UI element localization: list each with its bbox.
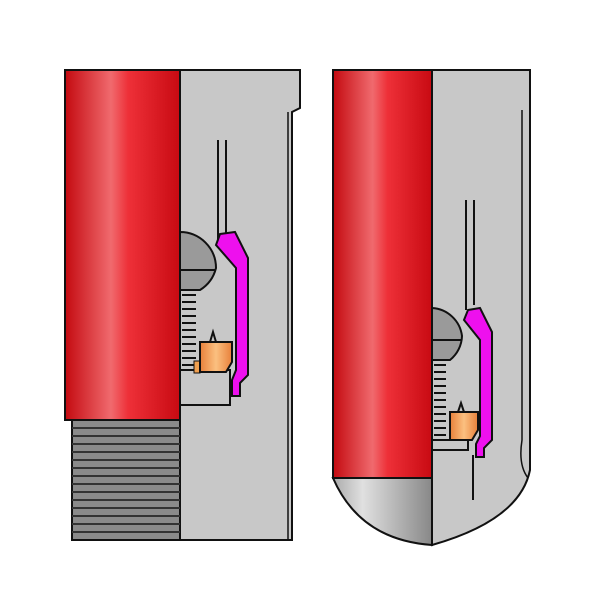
- right-body: [431, 69, 531, 547]
- right-pipe: [332, 69, 433, 479]
- ball-icon: [179, 230, 218, 291]
- shoe-nose: [331, 477, 433, 547]
- flapper-icon: [214, 230, 249, 397]
- right-shoe: [331, 69, 531, 547]
- seat-icon: [449, 411, 479, 441]
- ball-icon: [431, 306, 464, 361]
- left-valve-cavity: [179, 369, 231, 406]
- spring-icon: [182, 294, 196, 366]
- spring-icon: [434, 364, 446, 436]
- seat-icon: [199, 341, 233, 373]
- flapper-icon: [462, 306, 493, 458]
- left-pipe: [64, 69, 181, 421]
- thread-icon: [71, 419, 181, 541]
- left-sub: [64, 69, 301, 541]
